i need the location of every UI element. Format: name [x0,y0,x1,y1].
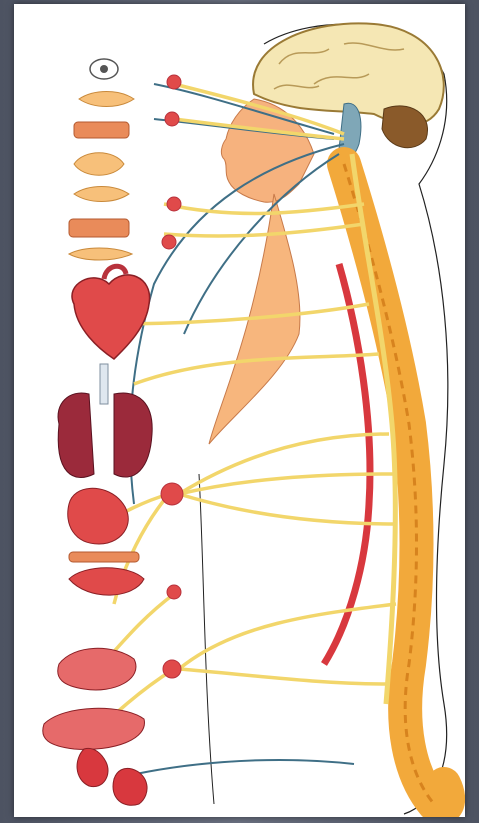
colon [43,708,145,749]
stomach [68,488,129,544]
kidney [77,748,108,786]
front-body-line [199,474,214,804]
aorta [324,264,370,664]
submandibular-gland [74,187,129,202]
pancreas [69,552,139,562]
eye [90,59,118,79]
heart [72,275,150,359]
intestine [58,648,136,690]
sublingual-gland [69,248,132,260]
nervous-system-illustration [14,4,465,817]
illustration-frame [14,4,465,817]
liver [69,568,144,595]
oral-mucosa [69,219,129,237]
parotid-gland [74,153,124,176]
nasal-mucosa [74,122,129,138]
lacrimal-gland [79,92,134,107]
bladder [113,768,147,805]
ganglia [161,75,183,678]
